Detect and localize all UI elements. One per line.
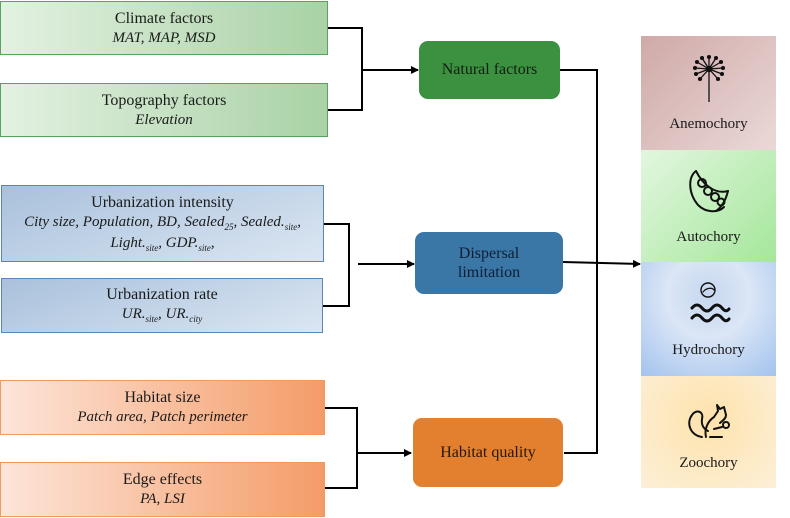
subscript: city bbox=[189, 314, 203, 325]
outcome-anemochory: Anemochory bbox=[641, 36, 776, 150]
vars-text: UR. bbox=[121, 306, 146, 323]
outcome-zoochory: Zoochory bbox=[641, 376, 776, 488]
climate-factors-title: Climate factors bbox=[114, 9, 214, 27]
squirrel-icon bbox=[687, 403, 730, 438]
dandelion-icon bbox=[692, 54, 725, 102]
natural-factors-label: Natural factors bbox=[441, 61, 538, 79]
topography-factors-box: Topography factors Elevation bbox=[0, 83, 328, 137]
habitat-size-title: Habitat size bbox=[124, 389, 201, 407]
urbanization-intensity-title: Urbanization intensity bbox=[91, 194, 234, 212]
outcome-autochory: Autochory bbox=[641, 150, 776, 262]
subscript: site bbox=[198, 242, 211, 253]
climate-factors-vars: MAT, MAP, MSD bbox=[112, 29, 216, 46]
arrow-to-outcomes bbox=[562, 259, 641, 268]
urbanization-intensity-box: Urbanization intensity City size, Popula… bbox=[1, 185, 324, 262]
habitat-size-vars: Patch area, Patch perimeter bbox=[77, 409, 248, 426]
connector-habitat bbox=[324, 407, 358, 489]
connector-climate bbox=[328, 27, 363, 111]
urbanization-intensity-vars-2: Light.site, GDP.site, bbox=[110, 234, 215, 253]
vars-text: , Sealed. bbox=[233, 214, 285, 231]
urbanization-rate-box: Urbanization rate UR.site, UR.city bbox=[1, 278, 323, 333]
outcome-label: Anemochory bbox=[669, 115, 748, 132]
vars-text: Light. bbox=[110, 234, 146, 251]
outcome-label: Zoochory bbox=[679, 454, 738, 471]
edge-effects-title: Edge effects bbox=[122, 471, 203, 489]
outcome-label: Hydrochory bbox=[672, 341, 745, 358]
climate-factors-box: Climate factors MAT, MAP, MSD bbox=[0, 1, 328, 55]
seed-pod-icon bbox=[688, 169, 729, 212]
water-seed-icon bbox=[690, 281, 730, 322]
dispersal-limitation-box: Dispersal limitation bbox=[415, 232, 563, 294]
urbanization-rate-vars: UR.site, UR.city bbox=[122, 305, 203, 325]
dispersal-label-line2: limitation bbox=[457, 264, 521, 281]
habitat-size-box: Habitat size Patch area, Patch perimeter bbox=[0, 380, 325, 435]
vars-text: City size, Population, BD, Sealed bbox=[24, 214, 225, 231]
outcome-label: Autochory bbox=[676, 228, 741, 245]
subscript: 25 bbox=[224, 222, 234, 233]
vars-text: , GDP. bbox=[158, 234, 199, 251]
connector-urbanization bbox=[323, 223, 350, 307]
dispersal-modes-column: Anemochory Autochory Hydrochory bbox=[641, 36, 776, 488]
topography-factors-vars: Elevation bbox=[135, 111, 193, 128]
outcome-hydrochory: Hydrochory bbox=[641, 262, 776, 376]
connector-natural-out bbox=[560, 69, 598, 454]
subscript: site bbox=[284, 222, 298, 233]
vars-text: , UR. bbox=[158, 306, 190, 323]
edge-effects-box: Edge effects PA, LSI bbox=[0, 462, 325, 517]
natural-factors-box: Natural factors bbox=[419, 41, 560, 99]
subscript: site bbox=[145, 314, 159, 325]
subscript: site bbox=[145, 242, 159, 253]
dispersal-label-line1: Dispersal bbox=[458, 244, 520, 262]
topography-factors-title: Topography factors bbox=[101, 91, 227, 109]
urbanization-rate-title: Urbanization rate bbox=[106, 286, 218, 304]
habitat-quality-box: Habitat quality bbox=[413, 418, 563, 487]
urbanization-intensity-vars-1: City size, Population, BD, Sealed25, Sea… bbox=[24, 214, 301, 233]
habitat-quality-label: Habitat quality bbox=[440, 443, 536, 461]
edge-effects-vars: PA, LSI bbox=[140, 491, 185, 508]
